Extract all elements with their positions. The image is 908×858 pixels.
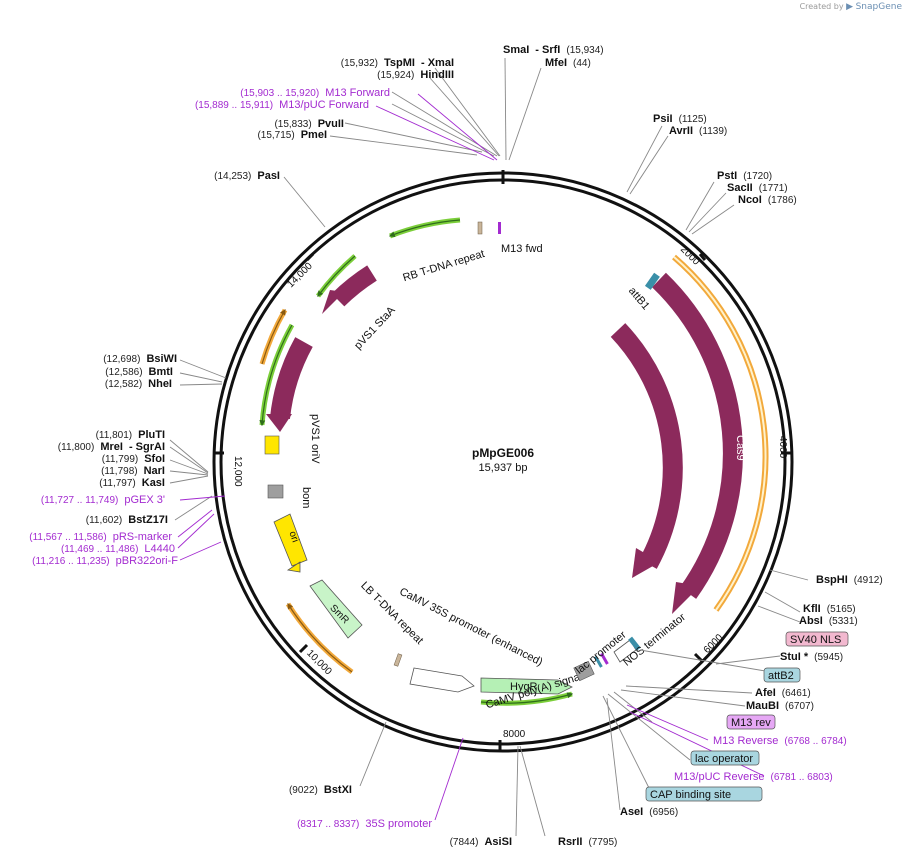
ori-arrow [273, 513, 308, 573]
primer-l4440: (11,469 .. 11,486)L4440 [61, 543, 175, 555]
primer-m13-forward: (15,903 .. 15,920)M13 Forward [240, 87, 390, 99]
sv40-marker [628, 636, 641, 651]
box-m13-rev: M13 rev [726, 714, 776, 730]
primer-35s-promoter: (8317 .. 8337)35S promoter [297, 818, 432, 830]
site-nari: (11,798)NarI [101, 465, 165, 477]
m13-fwd-marker [498, 222, 501, 234]
hygr-arrow [480, 677, 573, 695]
snapgene-credit: Created by ▶ SnapGene [800, 2, 902, 12]
leader-lines [169, 57, 809, 837]
rb-annotation [389, 217, 461, 239]
svg-text:CAP binding site: CAP binding site [650, 789, 731, 801]
rb-label: RB T-DNA repeat [401, 248, 486, 284]
site-kasi: (11,797)KasI [99, 477, 165, 489]
site-bsphi: BspHI(4912) [816, 574, 883, 586]
site-rsrii: RsrII(7795) [558, 836, 617, 848]
site-sfoi: (11,799)SfoI [102, 453, 165, 465]
site-stui: StuI *(5945) [780, 651, 843, 663]
credit-brand: SnapGene [855, 2, 902, 12]
attb1-label: attB1 [626, 285, 652, 312]
primer-prs-marker: (11,567 .. 11,586)pRS-marker [29, 531, 172, 543]
tick-12000: 12,000 [214, 451, 243, 487]
cas9-outer-arrow [652, 272, 743, 599]
site-asei: AseI(6956) [620, 806, 678, 818]
bom-marker [267, 484, 284, 499]
site-bmti: (12,586)BmtI [105, 366, 173, 378]
site-psii: PsiI(1125) [653, 113, 707, 125]
staa-label: pVS1 StaA [352, 304, 398, 352]
site-hindiii: (15,924)HindIII [377, 69, 454, 81]
orange-annotation-left [259, 308, 288, 365]
plasmid-size: 15,937 bp [479, 462, 528, 474]
tick-4000: 4000 [777, 436, 791, 459]
attb1-marker [644, 272, 660, 290]
site-bstxi: (9022)BstXI [289, 784, 352, 796]
site-absi: AbsI(5331) [799, 615, 858, 627]
site-bsiwi: (12,698)BsiWI [103, 353, 177, 365]
site-kfli: KflI(5165) [803, 603, 856, 615]
camv35s-arrow [409, 667, 475, 693]
staa-arrow [331, 265, 377, 307]
site-bstz17i: (11,602)BstZ17I [86, 514, 168, 526]
cas9-inner-arrow [610, 323, 683, 569]
box-sv40-nls: SV40 NLS [785, 631, 849, 647]
site-pmei: (15,715)PmeI [257, 129, 327, 141]
plasmid-name: pMpGE006 [472, 446, 534, 460]
primer-m13puc-forward: (15,889 .. 15,911)M13/pUC Forward [195, 99, 369, 111]
tick-8000: 8000 [498, 729, 526, 751]
ori-label: ori [286, 530, 300, 544]
tick-14000: 14,000 [285, 252, 315, 290]
cas9-inner-label: Cas9 [685, 433, 697, 459]
attb2-marker [594, 655, 603, 668]
site-pluti: (11,801)PluTI [96, 429, 165, 441]
site-psti: PstI(1720) [717, 170, 772, 182]
rb-marker [477, 221, 483, 235]
hygr-label: HygR [510, 681, 538, 693]
box-lac-operator: lac operator [690, 750, 760, 766]
site-mfei: MfeI(44) [545, 57, 591, 69]
repa-arrow [270, 337, 313, 420]
lb-label: LB T-DNA repeat [358, 580, 425, 647]
m13-fwd-label: M13 fwd [501, 243, 543, 255]
primer-pgex3: (11,727 .. 11,749)pGEX 3' [41, 494, 165, 506]
snapgene-logo-icon: ▶ [846, 2, 854, 12]
site-pasi: (14,253)PasI [214, 170, 280, 182]
oriv-label: pVS1 oriV [309, 414, 321, 464]
primer-m13puc-reverse: M13/pUC Reverse(6781 .. 6803) [674, 771, 833, 783]
lb-marker [393, 653, 403, 667]
site-nhei: (12,582)NheI [105, 378, 172, 390]
site-sacii: SacII(1771) [727, 182, 788, 194]
site-avrii: AvrII(1139) [669, 125, 727, 137]
tick-label-8000: 8000 [503, 729, 526, 740]
svg-text:attB2: attB2 [768, 670, 794, 682]
oriv-marker [264, 435, 280, 455]
credit-text: Created by [799, 2, 844, 11]
site-maubi: MauBI(6707) [746, 700, 814, 712]
tick-label-12000: 12,000 [232, 456, 243, 487]
svg-text:M13 rev: M13 rev [731, 717, 771, 729]
tick-label-4000: 4000 [777, 436, 788, 459]
site-ncoi: NcoI(1786) [738, 194, 797, 206]
site-afei: AfeI(6461) [755, 687, 811, 699]
cas9-outer-label: Cas9 [734, 435, 746, 461]
site-asisi: (7844)AsiSI [450, 836, 512, 848]
site-smai: SmaI- SrfI(15,934) [503, 44, 604, 56]
primer-pbr322ori-f: (11,216 .. 11,235)pBR322ori-F [32, 555, 178, 567]
smr-arrow [309, 579, 363, 639]
svg-text:lac operator: lac operator [695, 753, 753, 765]
svg-text:SV40 NLS: SV40 NLS [790, 634, 841, 646]
box-cap-binding-site: CAP binding site [645, 786, 763, 802]
bom-label: bom [300, 487, 312, 508]
box-attb2: attB2 [763, 667, 801, 683]
site-mrei: (11,800)MreI- SgrAI [58, 441, 165, 453]
polya-marker [573, 660, 595, 682]
site-tspmi: (15,932)TspMI- XmaI [341, 57, 454, 69]
tick-6000: 6000 [693, 632, 726, 663]
primer-m13-reverse: M13 Reverse(6768 .. 6784) [713, 735, 847, 747]
camv35s-label: CaMV 35S promoter (enhanced) [397, 586, 544, 669]
m13-rev-marker [600, 652, 609, 665]
site-pvuii: (15,833)PvuII [274, 118, 344, 130]
